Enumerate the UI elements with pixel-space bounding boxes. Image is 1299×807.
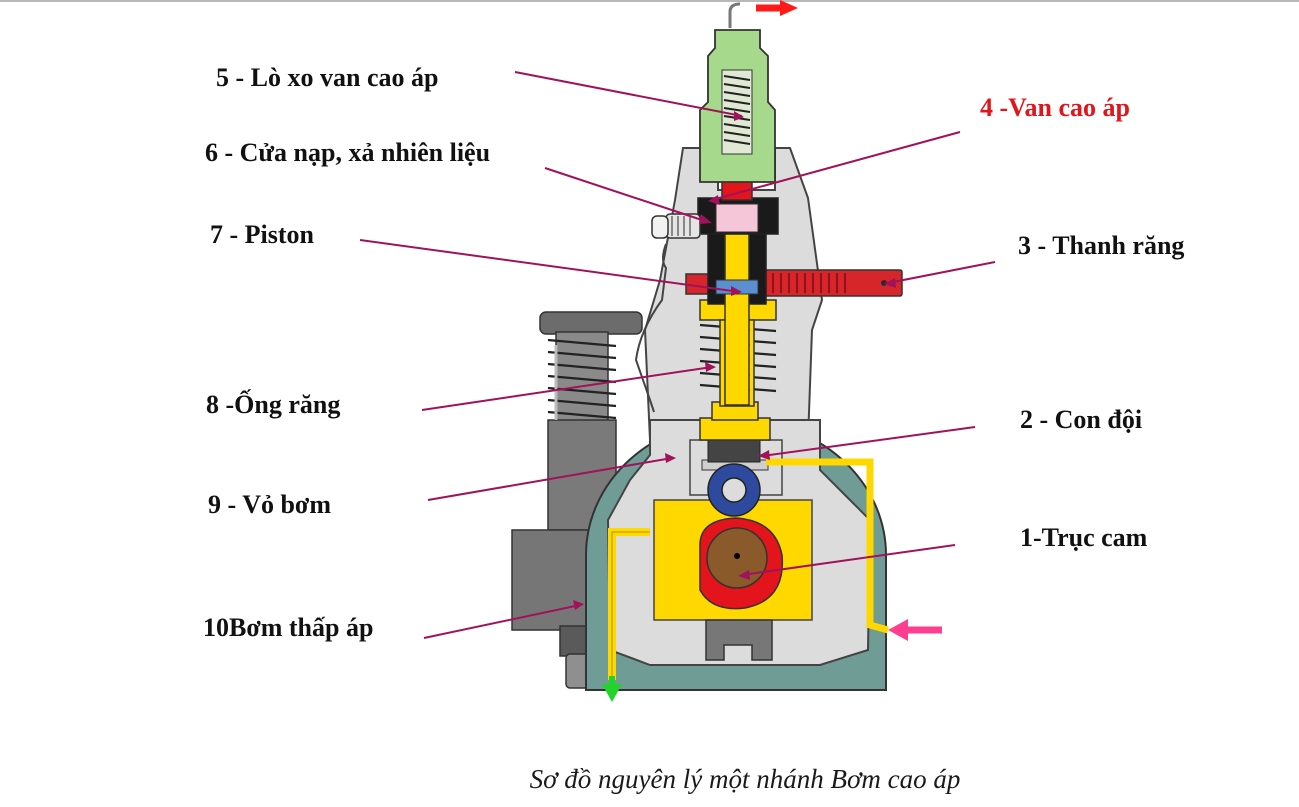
label-low-pressure-pump: 10Bơm thấp áp bbox=[203, 613, 373, 642]
camshaft bbox=[699, 517, 784, 610]
label-camshaft: 1-Trục cam bbox=[1020, 523, 1148, 552]
label-pump-housing: 9 - Vỏ bơm bbox=[208, 490, 331, 519]
figure-caption: Sơ đồ nguyên lý một nhánh Bơm cao áp bbox=[530, 764, 961, 794]
fuel-pipes bbox=[608, 458, 889, 680]
label-piston: 7 - Piston bbox=[210, 220, 315, 249]
outlet-arrow-top bbox=[756, 0, 798, 16]
fuel-port bbox=[651, 197, 779, 239]
inlet-arrow bbox=[888, 619, 942, 641]
drain-arrow bbox=[602, 676, 622, 702]
label-rack: 3 - Thanh răng bbox=[1018, 231, 1184, 260]
label-valve-spring: 5 - Lò xo van cao áp bbox=[216, 63, 438, 92]
label-tappet: 2 - Con đội bbox=[1020, 405, 1142, 434]
label-control-sleeve: 8 -Ống răng bbox=[206, 390, 340, 419]
valve-spring-holder bbox=[699, 2, 776, 183]
low-pump-spring bbox=[547, 338, 617, 420]
tappet-roller bbox=[699, 401, 771, 517]
label-fuel-port: 6 - Cửa nạp, xả nhiên liệu bbox=[205, 138, 490, 167]
label-delivery-valve: 4 -Van cao áp bbox=[980, 93, 1130, 122]
leader-lines bbox=[359, 71, 996, 639]
return-line bbox=[634, 243, 668, 413]
